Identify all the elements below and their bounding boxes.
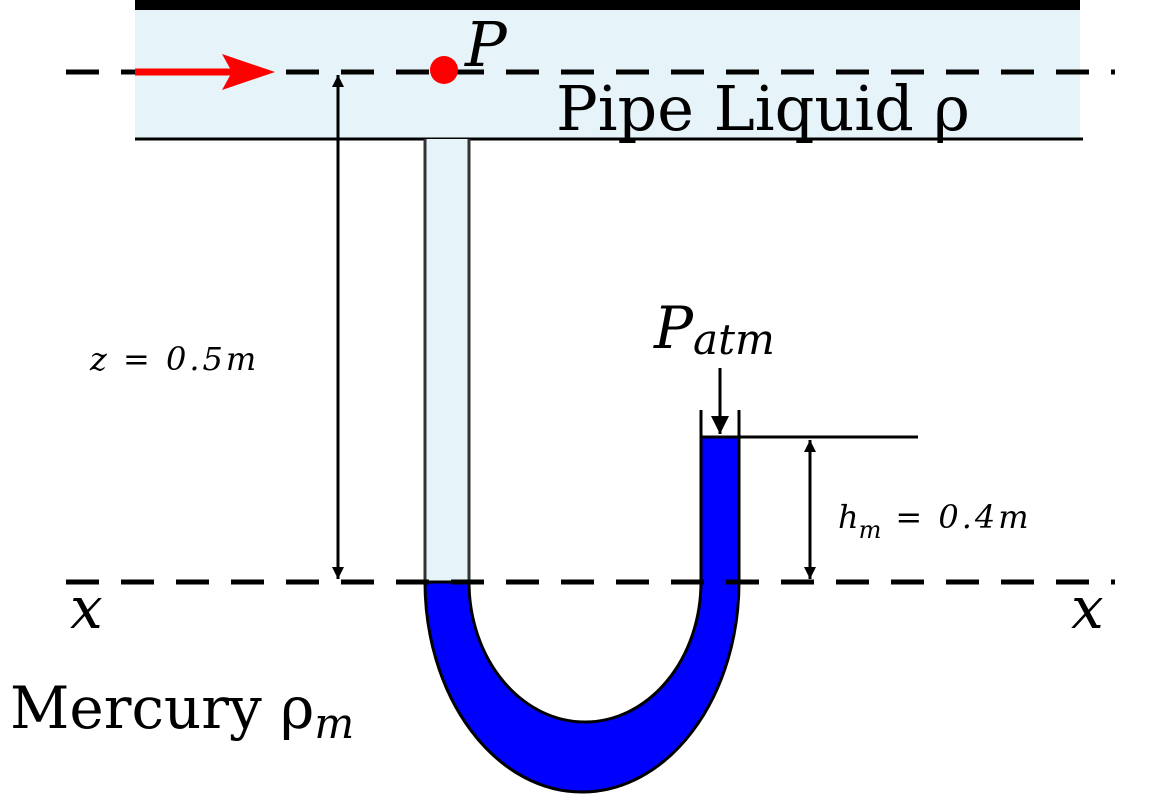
datum-right-label: x (1071, 574, 1104, 642)
mercury-u-tube (423, 435, 741, 794)
hm-subscript: m (859, 516, 882, 544)
patm-subscript: atm (693, 315, 775, 364)
hm-symbol: h (838, 498, 859, 536)
mercury-label: Mercury ρm (10, 674, 354, 748)
mercury-subscript: m (314, 699, 354, 748)
pipe-top-wall (135, 0, 1080, 10)
point-p-marker (430, 56, 458, 84)
mercury-name: Mercury ρ (10, 674, 314, 742)
patm-symbol: P (653, 294, 694, 362)
pipe-liquid-label: Pipe Liquid ρ (556, 72, 970, 145)
hm-value: = 0.4m (895, 498, 1031, 536)
left-tube-liquid (425, 139, 469, 582)
flow-arrow-head (222, 54, 275, 90)
datum-left-label: x (70, 574, 103, 642)
patm-label: Patm (653, 294, 775, 364)
z-height-label: z = 0.5m (89, 340, 259, 378)
point-p-label: P (464, 8, 508, 81)
hm-height-label: hm = 0.4m (838, 498, 1032, 544)
